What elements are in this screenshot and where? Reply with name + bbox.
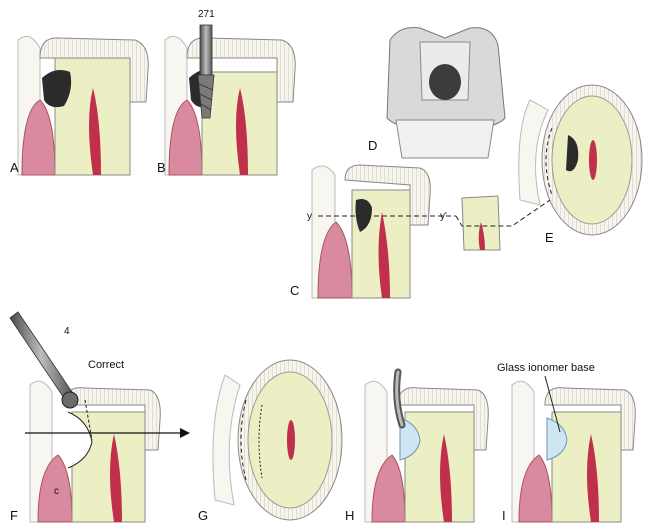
bur-4-icon (9, 311, 79, 409)
sectioned-pulp (478, 222, 485, 250)
enamel-cap (344, 164, 431, 226)
bur-number-271: 271 (198, 9, 215, 20)
pulp (378, 212, 390, 298)
bur-number-4: 4 (64, 326, 70, 337)
preparation-floor (429, 64, 461, 100)
pulp (110, 434, 122, 522)
caries-lesion (566, 135, 579, 172)
panel-e: E (518, 84, 643, 245)
panel-label-h: H (345, 508, 354, 523)
label-y: y (307, 211, 312, 222)
gingiva (37, 454, 73, 523)
instrument-highlight (395, 370, 404, 427)
gingiva (168, 99, 203, 176)
panel-label-g: G (198, 508, 208, 523)
gingiva (371, 454, 406, 523)
preparation-outline (67, 411, 93, 469)
label-correct: Correct (88, 359, 124, 371)
pulp (236, 88, 248, 175)
panel-label-c: C (290, 283, 299, 298)
section-arrow-to-e (455, 199, 551, 227)
enamel-cap (397, 387, 489, 451)
root-stump (395, 119, 495, 159)
panel-label-f: F (10, 508, 18, 523)
adjacent-tooth-outline (212, 374, 241, 506)
pulp (587, 434, 599, 522)
panel-a: A (10, 35, 149, 176)
pulp (89, 88, 101, 175)
glass-ionomer-base (546, 417, 568, 461)
label-c: c (54, 486, 59, 497)
label-y-prime: y' (440, 211, 447, 222)
panel-label-d: D (368, 138, 377, 153)
enamel-cap (544, 387, 636, 451)
glass-ionomer-base (399, 417, 421, 461)
enamel-cap (39, 37, 149, 103)
preparation-outline-dashed (240, 399, 247, 481)
correct-angle-arrow (84, 399, 93, 441)
leader-line (544, 375, 561, 433)
gingiva (518, 454, 553, 523)
panel-label-i: I (502, 508, 506, 523)
panel-h: H (345, 368, 489, 523)
panel-d: D (368, 27, 506, 159)
adjacent-tooth-outline (518, 99, 549, 206)
panel-b: 271 B (157, 9, 296, 176)
dentin (404, 411, 475, 523)
gingiva (21, 99, 56, 176)
panel-i: Glass ionomer base I (497, 362, 636, 523)
axial-arrowhead (180, 428, 190, 438)
pulp (287, 420, 295, 460)
pulp (589, 140, 597, 180)
enamel-cap (186, 37, 296, 103)
bur-271-icon (197, 24, 215, 119)
caries-lesion (355, 199, 372, 232)
caries-lesion (42, 70, 72, 108)
label-glass-ionomer-base: Glass ionomer base (497, 362, 595, 374)
panel-c: y y' C (290, 164, 551, 299)
panel-label-a: A (10, 160, 19, 175)
panel-g: G (198, 359, 343, 523)
panel-f: 4 Correct c F (9, 311, 190, 523)
panel-label-b: B (157, 160, 166, 175)
panel-label-e: E (545, 230, 554, 245)
gingiva (317, 221, 353, 299)
pulp (440, 434, 452, 522)
dentin (551, 411, 622, 523)
